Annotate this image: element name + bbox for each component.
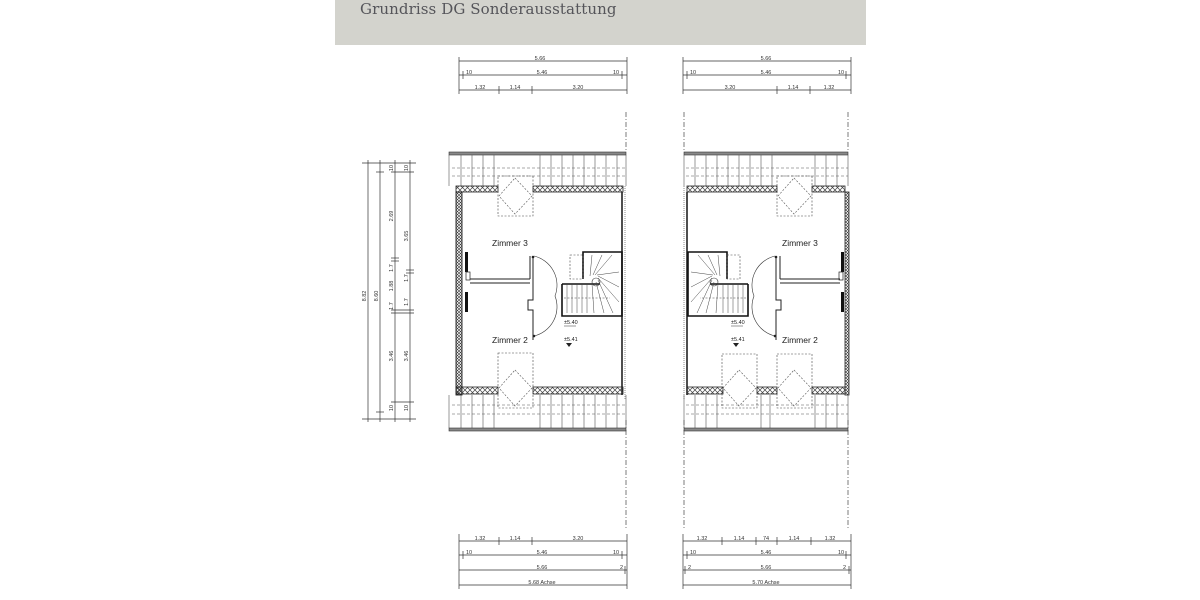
dim-bottom-row1-e-r: 1.32 (825, 536, 836, 542)
page-title: Grundriss DG Sonderausstattung (360, 0, 617, 18)
dim-bottom-row1-c: 3.20 (573, 536, 584, 542)
dim-side-c3-2: 1.7 (389, 264, 395, 272)
dim-bottom-row3-right: 2 (620, 565, 623, 571)
dim-top-row3-a: 1.32 (475, 85, 486, 91)
dim-bottom-row1-b-r: 1.14 (734, 536, 745, 542)
level-upper-left: ±5.40 (564, 320, 578, 326)
dim-side-c4-1: 3.65 (404, 231, 410, 242)
dim-side-c3-3: 1.88 (389, 281, 395, 292)
dim-side-c3-0: 10 (389, 165, 395, 171)
dim-bottom-row3-center-r: 5.66 (761, 565, 772, 571)
dim-top-row3-a-r: 3.20 (725, 85, 736, 91)
dim-bottom-row1-c-r: 74 (763, 536, 769, 542)
dim-bottom-row2-right: 10 (613, 550, 619, 556)
dim-side-c3-6: 10 (389, 405, 395, 411)
dim-bottom-row2-right-r: 10 (838, 550, 844, 556)
top-dimensions-left (458, 57, 628, 94)
dim-bottom-row2-center-r: 5.46 (761, 550, 772, 556)
dim-bottom-row1-a-r: 1.32 (697, 536, 708, 542)
dim-top-row1-r: 5.66 (761, 56, 772, 62)
level-lower-left: ±5.41 (564, 337, 578, 343)
dim-top-row2-left-r: 10 (690, 70, 696, 76)
room-label-zimmer2-right: Zimmer 2 (782, 335, 818, 345)
dim-bottom-row2-left-r: 10 (690, 550, 696, 556)
dim-top-row3-b-r: 1.14 (788, 85, 799, 91)
dim-bottom-row2-center: 5.46 (537, 550, 548, 556)
level-upper-right: ±5.40 (731, 320, 745, 326)
room-label-zimmer2-left: Zimmer 2 (492, 335, 528, 345)
bottom-dimensions-right (682, 534, 852, 589)
dim-top-row3-c: 3.20 (573, 85, 584, 91)
dim-side-c3-4: 1.7 (389, 302, 395, 310)
dim-bottom-row3-center: 5.66 (537, 565, 548, 571)
room-label-zimmer3-right: Zimmer 3 (782, 238, 818, 248)
dim-side-c4-5: 10 (404, 405, 410, 411)
side-dimensions (362, 160, 416, 422)
dim-side-total: 8.82 (362, 291, 368, 302)
staircase-right (687, 251, 749, 317)
dim-top-row2-right: 10 (613, 70, 619, 76)
level-lower-right: ±5.41 (731, 337, 745, 343)
dim-side-inner: 8.60 (374, 291, 380, 302)
dim-bottom-row3-right-r: 2 (843, 565, 846, 571)
dim-side-c4-2: 1.7 (404, 274, 410, 282)
dim-bottom-row4: 5.68 Achse (528, 580, 555, 586)
dim-top-row3-c-r: 1.32 (824, 85, 835, 91)
dim-side-c4-4: 3.46 (404, 351, 410, 362)
dim-bottom-row1-b: 1.14 (510, 536, 521, 542)
dim-bottom-row1-a: 1.32 (475, 536, 486, 542)
top-dimensions-right (682, 57, 852, 94)
header-band: Grundriss DG Sonderausstattung (335, 0, 866, 45)
dim-side-c3-5: 3.46 (389, 351, 395, 362)
dim-top-row3-b: 1.14 (510, 85, 521, 91)
dim-side-c4-3: 1.7 (404, 298, 410, 306)
plan-right: 5.66 10 5.46 10 3.20 1.14 1.32 (682, 56, 852, 589)
dim-bottom-row1-d-r: 1.14 (789, 536, 800, 542)
dim-top-row2-center-r: 5.46 (761, 70, 772, 76)
dim-bottom-row4-r: 5.70 Achse (752, 580, 779, 586)
dim-top-row2-right-r: 10 (838, 70, 844, 76)
staircase-left (561, 251, 623, 317)
bottom-dimensions-left (458, 534, 628, 589)
room-label-zimmer3-left: Zimmer 3 (492, 238, 528, 248)
dim-bottom-row3-left-r: 2 (688, 565, 691, 571)
dim-side-c3-1: 2.69 (389, 211, 395, 222)
dim-top-row1: 5.66 (535, 56, 546, 62)
plan-left: 5.66 10 5.46 10 1.32 1.14 3.20 (362, 56, 628, 589)
dim-bottom-row2-left: 10 (466, 550, 472, 556)
dim-top-row2-center: 5.46 (537, 70, 548, 76)
dim-side-c4-0: 10 (404, 165, 410, 171)
dim-top-row2-left: 10 (466, 70, 472, 76)
